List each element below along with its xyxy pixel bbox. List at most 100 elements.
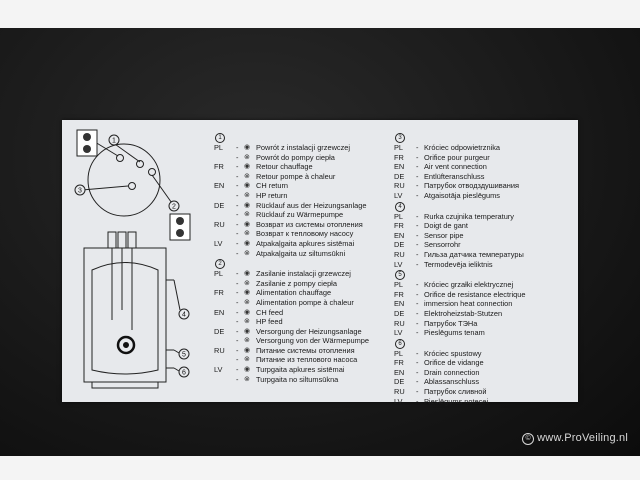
legend-text: Powrót z instalacji grzewczej xyxy=(256,143,351,152)
legend-text: Entlüfteranschluss xyxy=(424,171,485,181)
legend-text: Патрубок ТЭНа xyxy=(424,318,478,328)
legend-row: PL-Króciec odpowietrznika xyxy=(394,143,578,153)
callout-1: 1 xyxy=(112,138,116,145)
legend-row: -⊗Powrót do pompy ciepła xyxy=(214,153,392,163)
legend-row: LV-Atgaisotāja pieslēgums xyxy=(394,191,578,201)
separator: - xyxy=(416,358,419,368)
tank-top-view xyxy=(87,143,161,217)
language-code: FR xyxy=(214,162,224,172)
separator: - xyxy=(236,219,239,229)
separator: - xyxy=(236,278,239,288)
section-number: 2 xyxy=(215,259,225,270)
separator: - xyxy=(416,308,419,318)
port-top-3 xyxy=(148,168,156,176)
legend-row: FR-◉Retour chauffage xyxy=(214,162,392,172)
separator: - xyxy=(416,171,419,181)
legend-text: Turpgaita no siltumsūkna xyxy=(256,374,339,384)
language-code: EN xyxy=(394,299,405,309)
legend-row: FR-Orifice de vidange xyxy=(394,358,578,368)
separator: - xyxy=(416,387,419,397)
callout-6: 6 xyxy=(182,370,186,377)
watermark-text: www.ProVeiling.nl xyxy=(537,432,628,444)
separator: - xyxy=(416,348,419,358)
heat-pump-symbol-icon: ⊗ xyxy=(244,298,250,306)
language-code: LV xyxy=(394,328,403,338)
legend-row: RU-Патрубок сливной xyxy=(394,387,578,397)
callout-2: 2 xyxy=(172,204,176,211)
separator: - xyxy=(416,221,419,231)
language-code: EN xyxy=(394,367,405,377)
legend-text: Питание системы отопления xyxy=(256,345,355,355)
separator: - xyxy=(236,238,239,248)
language-code: DE xyxy=(394,240,405,250)
heat-pump-symbol-icon: ⊗ xyxy=(244,279,250,287)
language-code: RU xyxy=(214,345,225,355)
legend-text: Pieslēgums tenam xyxy=(424,328,485,338)
separator: - xyxy=(236,210,239,220)
legend-row: EN-Air vent connection xyxy=(394,162,578,172)
language-code: LV xyxy=(394,396,403,406)
heating-symbol-icon: ◉ xyxy=(244,289,251,297)
separator: - xyxy=(236,307,239,317)
language-code: PL xyxy=(214,143,224,152)
legend-text: Versorgung von der Wärmepumpe xyxy=(256,336,369,346)
legend-row: -⊗Питание из теплового насоса xyxy=(214,355,392,365)
legend-row: -⊗Zasilanie z pompy ciepła xyxy=(214,279,392,289)
legend-text: Патрубок сливной xyxy=(424,387,487,397)
language-code: FR xyxy=(394,289,404,299)
language-code xyxy=(214,210,236,220)
language-code: DE xyxy=(214,326,225,336)
language-code xyxy=(214,279,236,289)
language-code: EN xyxy=(214,307,225,317)
heating-symbol-icon: ◉ xyxy=(244,270,251,278)
separator: - xyxy=(416,396,419,406)
legend-text: Turpgaita apkures sistēmai xyxy=(256,365,345,375)
separator: - xyxy=(236,152,239,162)
legend-text: HP return xyxy=(256,190,288,200)
legend-row: DE-Ablassanschluss xyxy=(394,377,578,387)
language-code: PL xyxy=(394,143,404,152)
copyright-symbol: © xyxy=(522,433,535,445)
legend-text: Возврат из системы отопления xyxy=(256,219,363,229)
language-code: FR xyxy=(394,152,404,162)
language-code: RU xyxy=(214,219,225,229)
legend-text: Sensor pipe xyxy=(424,230,464,240)
heating-symbol-icon: ◉ xyxy=(244,220,251,228)
legend-text: Atpakaļgaita apkures sistēmai xyxy=(256,238,355,248)
legend-row: -⊗HP return xyxy=(214,191,392,201)
symbol-box-2 xyxy=(169,213,191,241)
section-number: 1 xyxy=(215,133,225,143)
legend-text: Retour chauffage xyxy=(256,162,313,172)
heating-symbol-icon: ◉ xyxy=(244,346,251,354)
legend-row: -⊗Возврат к тепловому насосу xyxy=(214,229,392,239)
legend-row: DE-Sensorrohr xyxy=(394,240,578,250)
legend-row: PL-Rurka czujnika temperatury xyxy=(394,212,578,222)
heating-symbol-icon: ◉ xyxy=(244,182,251,190)
separator: - xyxy=(236,355,239,365)
legend-row: -⊗Rücklauf zu Wärmepumpe xyxy=(214,210,392,220)
heat-pump-symbol-icon: ⊗ xyxy=(244,230,250,238)
section-number: 3 xyxy=(395,133,405,143)
language-code xyxy=(214,375,236,385)
legend-row: RU -◉ Возврат из системы отопления xyxy=(214,220,392,230)
legend-row: EN-Sensor pipe xyxy=(394,231,578,241)
separator: - xyxy=(416,259,419,269)
legend-row: DE-Entlüfteranschluss xyxy=(394,172,578,182)
legend-row: PL-◉Powrót z instalacji grzewczej xyxy=(214,143,392,153)
heat-pump-symbol-icon: ⊗ xyxy=(244,337,250,345)
legend-row: -⊗Versorgung von der Wärmepumpe xyxy=(214,336,392,346)
legend-text: Гильза датчика температуры xyxy=(424,249,524,259)
separator: - xyxy=(416,152,419,162)
separator: - xyxy=(236,200,239,210)
separator: - xyxy=(416,230,419,240)
heating-symbol-icon: ◉ xyxy=(244,144,251,151)
legend-row: -⊗Atpakaļgaita uz siltumsūkni xyxy=(214,249,392,259)
legend-row: RU-Патрубок отводздушивания xyxy=(394,181,578,191)
separator: - xyxy=(236,229,239,239)
separator: - xyxy=(236,171,239,181)
